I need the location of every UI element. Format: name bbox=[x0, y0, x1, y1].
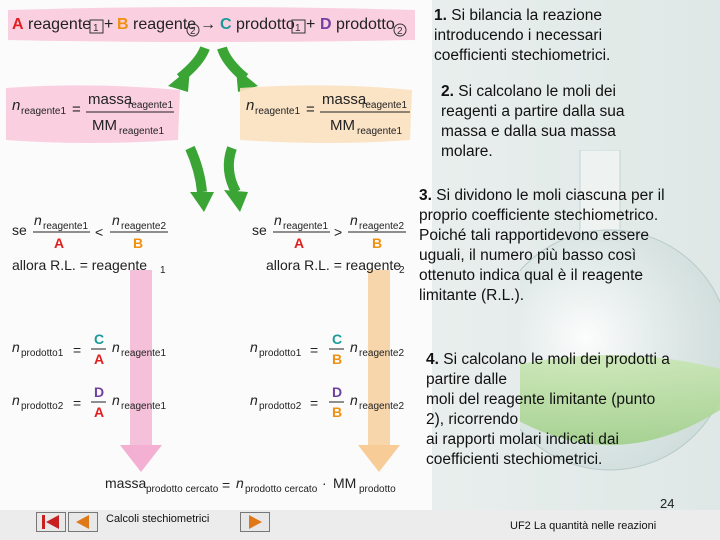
svg-text:se: se bbox=[12, 222, 27, 238]
step-3-text: 3. Si dividono le moli ciascuna per il p… bbox=[419, 187, 665, 304]
svg-text:B reagente: B reagente bbox=[117, 16, 196, 33]
svg-text:>: > bbox=[334, 224, 342, 240]
svg-text:reagente2: reagente2 bbox=[359, 401, 404, 412]
footer-bar bbox=[0, 510, 720, 540]
svg-text:n: n bbox=[12, 392, 20, 408]
nav-label[interactable]: Calcoli stechiometrici bbox=[106, 513, 210, 525]
svg-text:reagente1: reagente1 bbox=[121, 401, 166, 412]
next-slide-button[interactable] bbox=[240, 512, 270, 532]
svg-text:reagente2: reagente2 bbox=[359, 348, 404, 359]
prev-slide-icon bbox=[42, 515, 59, 529]
svg-text:A reagente: A reagente bbox=[12, 16, 91, 33]
svg-text:B: B bbox=[372, 235, 382, 251]
svg-text:massa: massa bbox=[322, 91, 367, 108]
step-2-text: 2. Si calcolano le moli dei reagenti a p… bbox=[441, 83, 625, 160]
course-label: UF2 La quantità nelle reazioni bbox=[510, 520, 657, 532]
svg-text:=: = bbox=[306, 101, 315, 118]
svg-text:<: < bbox=[95, 224, 103, 240]
back-slide-button[interactable] bbox=[68, 512, 98, 532]
svg-text:reagente1: reagente1 bbox=[121, 348, 166, 359]
svg-text:n: n bbox=[350, 339, 358, 355]
svg-text:reagente1: reagente1 bbox=[283, 221, 328, 232]
svg-text:n: n bbox=[34, 212, 42, 228]
svg-text:n: n bbox=[250, 339, 258, 355]
svg-text:C prodotto: C prodotto bbox=[220, 16, 295, 33]
step-4-text: 4. Si calcolano le moli dei prodotti a p… bbox=[426, 351, 670, 468]
svg-text:n: n bbox=[112, 212, 120, 228]
svg-text:n: n bbox=[236, 475, 244, 491]
svg-text:D: D bbox=[332, 384, 342, 400]
svg-text:=: = bbox=[72, 101, 81, 118]
svg-text:n: n bbox=[250, 392, 258, 408]
svg-text:allora R.L. = reagente: allora R.L. = reagente bbox=[12, 257, 147, 273]
svg-text:D: D bbox=[94, 384, 104, 400]
svg-text:C: C bbox=[94, 331, 104, 347]
svg-text:1: 1 bbox=[160, 265, 166, 276]
svg-text:prodotto cercato: prodotto cercato bbox=[146, 484, 219, 495]
svg-text:prodotto1: prodotto1 bbox=[259, 348, 302, 359]
svg-text:reagente1: reagente1 bbox=[21, 106, 66, 117]
svg-text:+: + bbox=[104, 16, 113, 33]
svg-text:reagente1: reagente1 bbox=[128, 100, 173, 111]
svg-text:=: = bbox=[73, 395, 81, 411]
svg-text:n: n bbox=[12, 339, 20, 355]
flask-illustration bbox=[520, 150, 720, 471]
svg-text:prodotto2: prodotto2 bbox=[259, 401, 302, 412]
back-arrow-icon bbox=[76, 515, 89, 529]
svg-text:C: C bbox=[332, 331, 342, 347]
svg-text:reagente1: reagente1 bbox=[362, 100, 407, 111]
svg-text:reagente2: reagente2 bbox=[121, 221, 166, 232]
svg-text:n: n bbox=[12, 97, 20, 114]
svg-text:·: · bbox=[322, 475, 327, 491]
svg-text:B: B bbox=[133, 235, 143, 251]
svg-text:MM: MM bbox=[92, 117, 117, 134]
svg-text:1: 1 bbox=[93, 23, 99, 34]
svg-text:se: se bbox=[252, 222, 267, 238]
svg-text:A: A bbox=[54, 235, 64, 251]
svg-text:A: A bbox=[94, 404, 104, 420]
svg-text:reagente1: reagente1 bbox=[43, 221, 88, 232]
svg-text:=: = bbox=[222, 477, 230, 493]
svg-text:1: 1 bbox=[295, 23, 301, 34]
svg-text:2: 2 bbox=[397, 26, 403, 37]
svg-text:reagente1: reagente1 bbox=[255, 106, 300, 117]
page-number: 24 bbox=[660, 496, 675, 511]
svg-text:n: n bbox=[350, 212, 358, 228]
svg-text:reagente1: reagente1 bbox=[357, 126, 402, 137]
svg-text:reagente2: reagente2 bbox=[359, 221, 404, 232]
svg-text:MM: MM bbox=[330, 117, 355, 134]
svg-text:n: n bbox=[350, 392, 358, 408]
svg-text:A: A bbox=[94, 351, 104, 367]
step-1-text: 1. Si bilancia la reazione introducendo … bbox=[434, 7, 611, 64]
svg-text:D prodotto: D prodotto bbox=[320, 16, 395, 33]
svg-text:→: → bbox=[200, 16, 216, 33]
svg-text:2: 2 bbox=[190, 26, 196, 37]
svg-text:n: n bbox=[112, 392, 120, 408]
svg-text:B: B bbox=[332, 404, 342, 420]
limiting-reagent-diagram: A reagente 1 + B reagente 2 → C prodotto… bbox=[6, 7, 415, 495]
svg-text:prodotto2: prodotto2 bbox=[21, 401, 64, 412]
svg-text:=: = bbox=[73, 342, 81, 358]
svg-text:prodotto cercato: prodotto cercato bbox=[245, 484, 318, 495]
svg-text:n: n bbox=[246, 97, 254, 114]
svg-text:+: + bbox=[306, 16, 315, 33]
svg-text:allora R.L. = reagente: allora R.L. = reagente bbox=[266, 257, 401, 273]
prev-slide-button[interactable] bbox=[36, 512, 66, 532]
svg-text:B: B bbox=[332, 351, 342, 367]
svg-text:2: 2 bbox=[399, 265, 405, 276]
svg-text:MM: MM bbox=[333, 475, 356, 491]
svg-text:massa: massa bbox=[88, 91, 133, 108]
svg-text:prodotto: prodotto bbox=[359, 484, 396, 495]
svg-text:A: A bbox=[294, 235, 304, 251]
svg-text:n: n bbox=[274, 212, 282, 228]
next-slide-icon bbox=[249, 515, 262, 529]
svg-text:=: = bbox=[310, 342, 318, 358]
svg-text:=: = bbox=[310, 395, 318, 411]
svg-text:massa: massa bbox=[105, 475, 146, 491]
svg-text:n: n bbox=[112, 339, 120, 355]
svg-text:prodotto1: prodotto1 bbox=[21, 348, 64, 359]
svg-text:reagente1: reagente1 bbox=[119, 126, 164, 137]
